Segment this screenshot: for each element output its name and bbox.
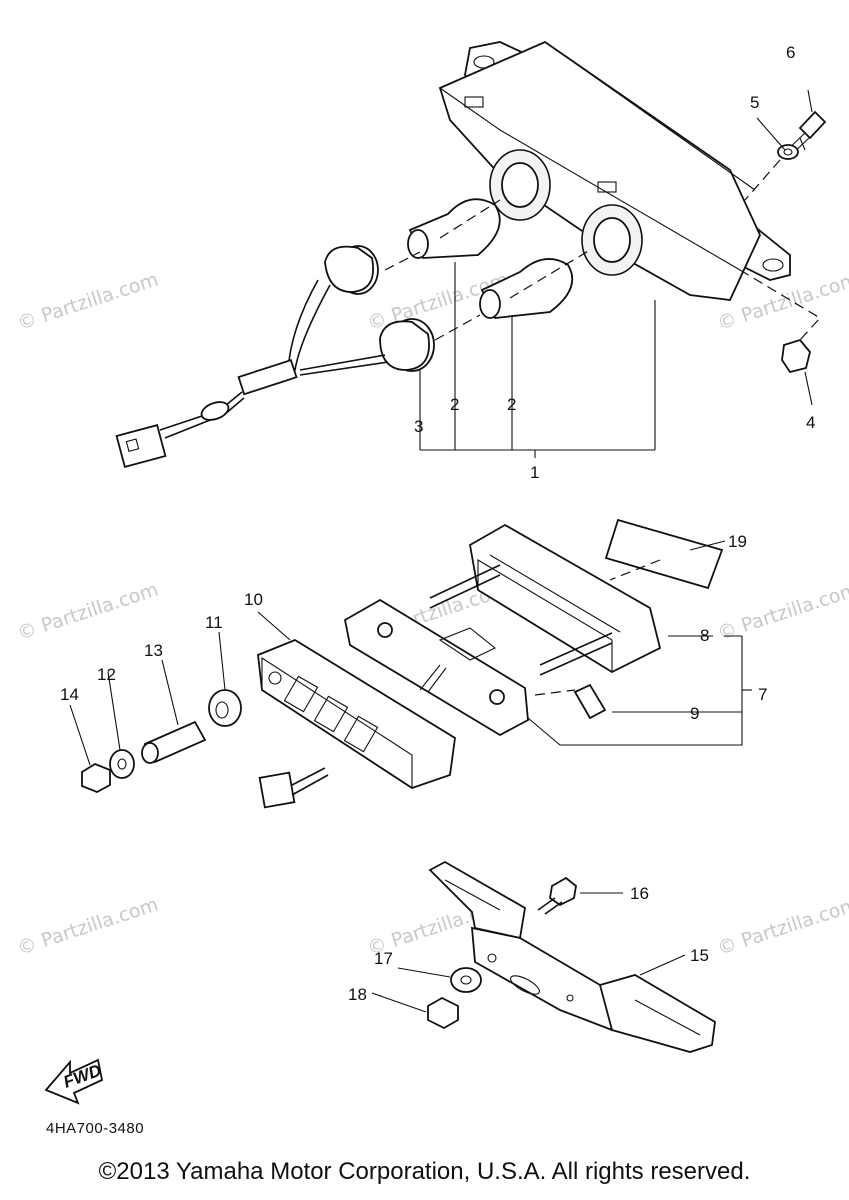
- callout-3: 3: [414, 417, 423, 436]
- grommet-11: [208, 689, 242, 727]
- callout-16: 16: [630, 884, 649, 903]
- seal-strip-19: [604, 518, 724, 590]
- lens-cover-8: [469, 523, 662, 674]
- socket-harness-3: [115, 245, 435, 468]
- watermarks: © Partzilla.com © Partzilla.com © Partzi…: [15, 269, 849, 960]
- tail-light-housing: [438, 40, 791, 301]
- callout-6: 6: [786, 43, 795, 62]
- watermark-text: © Partzilla.com: [15, 579, 161, 645]
- diagram-code: 4HA700-3480: [46, 1120, 145, 1137]
- callout-9: 9: [690, 704, 699, 723]
- callout-8: 8: [700, 626, 709, 645]
- bulb-9: [573, 683, 607, 720]
- watermark-text: © Partzilla.com: [15, 894, 161, 960]
- washer-5: [777, 144, 799, 160]
- watermark-text: © Partzilla.com: [715, 579, 849, 645]
- collar-13: [141, 720, 207, 764]
- nut-14: [81, 762, 111, 793]
- nut-4: [781, 338, 811, 374]
- nut-18: [427, 996, 459, 1030]
- callout-7: 7: [758, 685, 767, 704]
- callout-18: 18: [348, 985, 367, 1004]
- callout-4: 4: [806, 413, 815, 432]
- callout-19: 19: [728, 532, 747, 551]
- watermark-text: © Partzilla.com: [15, 269, 161, 335]
- callout-14: 14: [60, 685, 79, 704]
- callout-2: 2: [507, 395, 516, 414]
- callout-5: 5: [750, 93, 759, 112]
- connector-plug: [258, 767, 329, 809]
- fwd-arrow-icon: FWD: [44, 1058, 104, 1105]
- washer-12: [109, 749, 135, 779]
- bracket-body-10: [257, 638, 456, 790]
- callout-2: 2: [450, 395, 459, 414]
- callout-10: 10: [244, 590, 263, 609]
- base-plate: [343, 598, 529, 737]
- callout-13: 13: [144, 641, 163, 660]
- license-bracket-15: [428, 860, 716, 1053]
- callout-17: 17: [374, 949, 393, 968]
- callout-numbers: 1 2 2 3 4 5 6 7 8 9 10 11 12 13 14 15 16…: [60, 43, 815, 1004]
- bolt-16: [537, 876, 577, 915]
- washer-17: [450, 967, 482, 993]
- callout-1: 1: [530, 463, 539, 482]
- bulb-2-lower: [479, 258, 574, 319]
- watermark-text: © Partzilla.com: [715, 894, 849, 960]
- copyright-notice: ©2013 Yamaha Motor Corporation, U.S.A. A…: [98, 1158, 751, 1185]
- callout-11: 11: [205, 613, 223, 632]
- callout-15: 15: [690, 946, 709, 965]
- callout-12: 12: [97, 665, 116, 684]
